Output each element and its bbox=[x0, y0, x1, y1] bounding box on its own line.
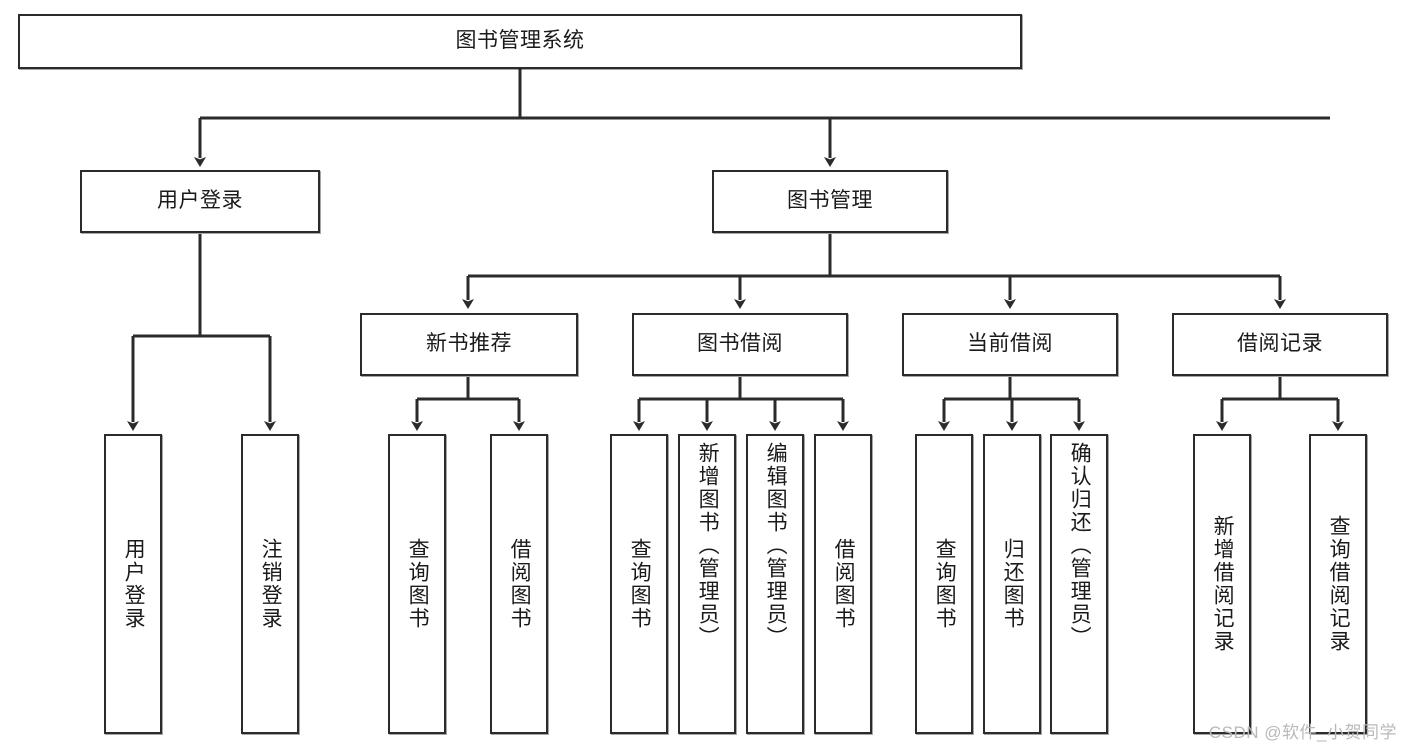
node-label: 借阅图书 bbox=[508, 538, 532, 630]
node-label: 图书管理 bbox=[787, 189, 873, 213]
node-label: 用户登录 bbox=[122, 538, 146, 630]
node-label: 查询借阅记录 bbox=[1327, 515, 1351, 653]
node-label: 查询图书 bbox=[933, 538, 957, 630]
node-label: 新增借阅记录 bbox=[1211, 515, 1235, 653]
watermark: CSDN @软件_小贺同学 bbox=[1208, 723, 1397, 742]
node-borrow-record[interactable]: 借阅记录 bbox=[1172, 313, 1388, 376]
node-label: 查询图书 bbox=[406, 538, 430, 630]
leaf-current-return-book[interactable]: 归还图书 bbox=[983, 434, 1041, 734]
leaf-user-login-signout[interactable]: 注销登录 bbox=[241, 434, 299, 734]
node-label: 图书管理系统 bbox=[455, 29, 585, 53]
node-book-management[interactable]: 图书管理 bbox=[712, 170, 948, 233]
node-label: 确认归还（管理员） bbox=[1068, 442, 1092, 649]
node-root-system[interactable]: 图书管理系统 bbox=[18, 14, 1022, 69]
node-label: 新增图书（管理员） bbox=[696, 442, 720, 649]
leaf-new-book-query[interactable]: 查询图书 bbox=[388, 434, 446, 734]
node-user-login[interactable]: 用户登录 bbox=[80, 170, 320, 233]
leaf-current-confirm-return-admin[interactable]: 确认归还（管理员） bbox=[1050, 434, 1108, 734]
node-label: 用户登录 bbox=[157, 189, 243, 213]
leaf-new-book-borrow[interactable]: 借阅图书 bbox=[490, 434, 548, 734]
node-label: 查询图书 bbox=[628, 538, 652, 630]
node-label: 借阅记录 bbox=[1237, 332, 1323, 356]
leaf-record-add[interactable]: 新增借阅记录 bbox=[1193, 434, 1251, 734]
node-label: 图书借阅 bbox=[697, 332, 783, 356]
leaf-borrow-query-book[interactable]: 查询图书 bbox=[610, 434, 668, 734]
leaf-current-query-book[interactable]: 查询图书 bbox=[915, 434, 973, 734]
node-label: 注销登录 bbox=[259, 538, 283, 630]
node-new-book-recommend[interactable]: 新书推荐 bbox=[360, 313, 578, 376]
leaf-borrow-borrow-book[interactable]: 借阅图书 bbox=[814, 434, 872, 734]
leaf-user-login-signin[interactable]: 用户登录 bbox=[104, 434, 162, 734]
leaf-record-query[interactable]: 查询借阅记录 bbox=[1309, 434, 1367, 734]
node-label: 编辑图书（管理员） bbox=[764, 442, 788, 649]
leaf-borrow-edit-book-admin[interactable]: 编辑图书（管理员） bbox=[746, 434, 804, 734]
node-label: 借阅图书 bbox=[832, 538, 856, 630]
node-label: 归还图书 bbox=[1001, 538, 1025, 630]
node-label: 当前借阅 bbox=[967, 332, 1053, 356]
leaf-borrow-add-book-admin[interactable]: 新增图书（管理员） bbox=[678, 434, 736, 734]
node-label: 新书推荐 bbox=[426, 332, 512, 356]
node-current-borrow[interactable]: 当前借阅 bbox=[902, 313, 1118, 376]
node-book-borrow[interactable]: 图书借阅 bbox=[632, 313, 848, 376]
